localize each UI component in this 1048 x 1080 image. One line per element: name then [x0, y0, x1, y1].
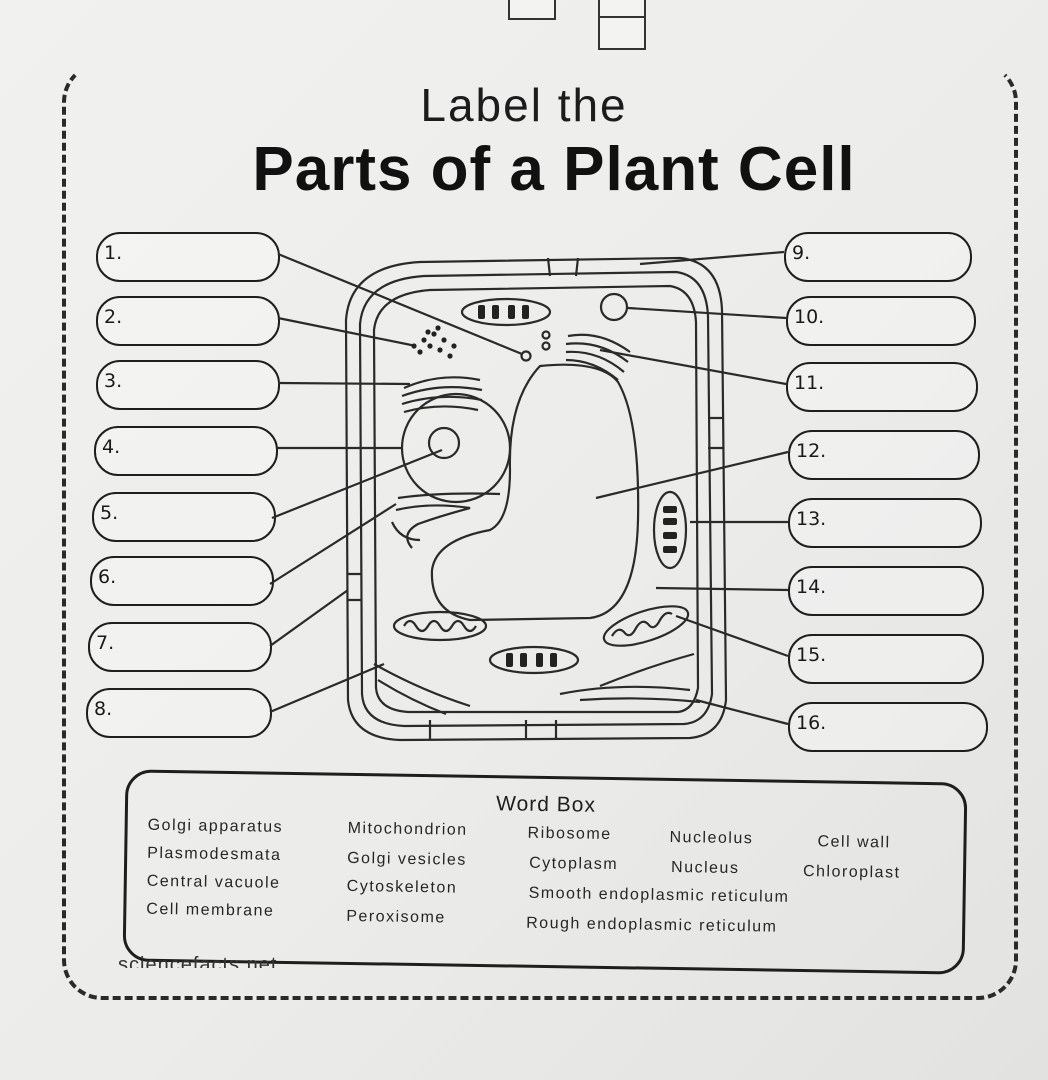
label-number: 11. [794, 372, 825, 394]
word-item: Cytoskeleton [346, 877, 458, 897]
label-box-15[interactable]: 15. [788, 634, 984, 684]
chloroplast-top [460, 297, 552, 327]
label-number: 6. [98, 566, 117, 588]
label-number: 3. [104, 370, 123, 392]
footer-source: sciencefacts.net [118, 954, 278, 968]
label-number: 13. [796, 508, 827, 530]
dashed-border [62, 62, 1018, 1000]
smooth-er [390, 492, 501, 549]
nucleus [400, 392, 512, 504]
label-number: 9. [792, 242, 811, 264]
label-box-13[interactable]: 13. [788, 498, 982, 548]
word-item: Smooth endoplasmic reticulum [528, 884, 790, 906]
label-box-6[interactable]: 6. [90, 556, 274, 606]
word-item: Nucleus [670, 858, 740, 878]
central-vacuole [430, 363, 640, 622]
label-box-7[interactable]: 7. [88, 622, 272, 672]
cell-wall-outer [344, 256, 728, 742]
word-item: Golgi apparatus [147, 816, 284, 836]
label-box-4[interactable]: 4. [94, 426, 278, 476]
word-item: Golgi vesicles [347, 849, 468, 869]
cytoskeleton [373, 652, 701, 716]
label-box-11[interactable]: 11. [786, 362, 978, 412]
label-box-2[interactable]: 2. [96, 296, 280, 346]
word-item: Peroxisome [346, 907, 446, 927]
label-number: 14. [796, 576, 827, 598]
label-box-5[interactable]: 5. [92, 492, 276, 542]
label-box-8[interactable]: 8. [86, 688, 272, 738]
word-item: Rough endoplasmic reticulum [526, 914, 778, 936]
label-number: 7. [96, 632, 115, 654]
label-number: 10. [794, 306, 825, 328]
word-item: Cell membrane [146, 900, 275, 920]
label-number: 16. [796, 712, 827, 734]
label-box-1[interactable]: 1. [96, 232, 280, 282]
plasmodesmata-top [546, 257, 580, 277]
label-box-12[interactable]: 12. [788, 430, 980, 480]
cell-membrane [372, 284, 700, 714]
word-item: Chloroplast [802, 863, 901, 882]
chloroplast-right [652, 490, 688, 570]
nucleolus [427, 426, 461, 460]
label-box-3[interactable]: 3. [96, 360, 280, 410]
plasmodesmata-bottom [428, 720, 558, 740]
label-number: 5. [100, 502, 119, 524]
plasmodesmata-right [708, 416, 724, 450]
label-box-16[interactable]: 16. [788, 702, 988, 752]
label-number: 12. [796, 440, 827, 462]
plasmodesmata-left [348, 572, 362, 602]
word-box: Word Box Golgi apparatus Mitochondrion R… [122, 769, 968, 975]
word-item: Ribosome [527, 824, 612, 844]
word-item: Mitochondrion [347, 819, 468, 839]
label-box-10[interactable]: 10. [786, 296, 976, 346]
title-line-1: Label the [420, 79, 628, 131]
label-number: 4. [102, 436, 121, 458]
label-number: 2. [104, 306, 123, 328]
word-item: Nucleolus [669, 828, 754, 848]
top-square-right-lower [598, 16, 646, 50]
mitochondrion-left [392, 610, 488, 642]
label-box-14[interactable]: 14. [788, 566, 984, 616]
label-box-9[interactable]: 9. [784, 232, 972, 282]
label-number: 8. [94, 698, 113, 720]
label-number: 15. [796, 644, 827, 666]
page-title: Parts of a Plant Cell [252, 135, 856, 204]
mitochondrion-right [602, 605, 690, 647]
word-item: Central vacuole [146, 872, 281, 892]
word-item: Cell wall [817, 833, 891, 852]
top-square-left [508, 0, 556, 20]
word-item: Plasmodesmata [147, 844, 282, 864]
chloroplast-bottom [488, 645, 580, 675]
rough-er [401, 376, 483, 414]
peroxisome [599, 292, 629, 322]
word-item: Cytoplasm [529, 854, 619, 874]
cell-wall-inner [358, 270, 714, 728]
label-number: 1. [104, 242, 123, 264]
golgi-apparatus [565, 333, 631, 381]
